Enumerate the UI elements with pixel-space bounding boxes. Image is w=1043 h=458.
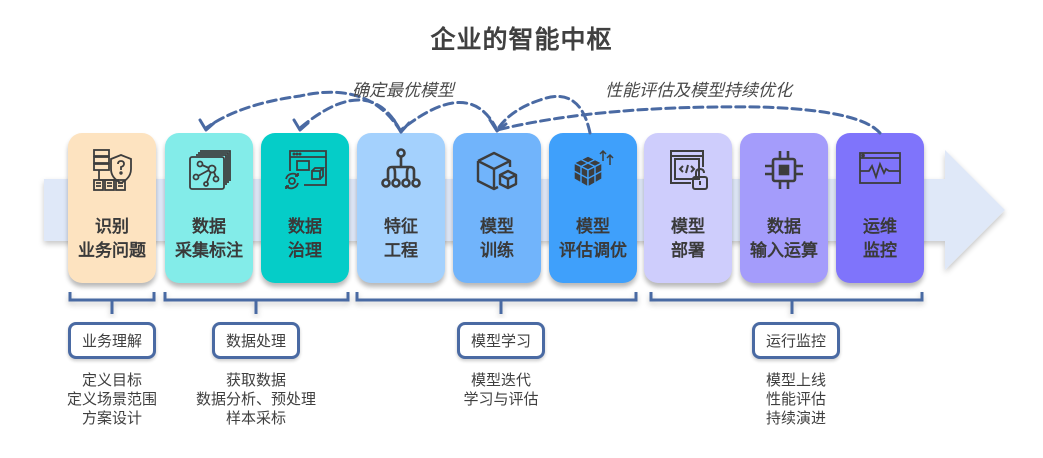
stage-label: 识别 业务问题: [78, 217, 146, 261]
stage-label: 数据 治理: [288, 217, 322, 261]
group-desc-model-learning: 模型迭代 学习与评估: [463, 371, 539, 408]
stage-card-data-compute[interactable]: 数据 输入运算: [740, 133, 828, 283]
monitor-pulse-icon: [857, 147, 903, 193]
stage-label: 模型 训练: [480, 217, 514, 261]
arrowhead: [292, 118, 310, 132]
cpu-chip-icon: [761, 147, 807, 193]
arc-label-optimal-model: 确定最优模型: [352, 81, 454, 101]
stage-label: 模型 评估调优: [559, 217, 627, 261]
loop-arrow-evaluation-to-training: [495, 95, 592, 135]
group-label-data-processing: 数据处理: [212, 322, 300, 359]
cubes-arrows-up-icon: [570, 147, 616, 193]
group-desc-runtime-monitoring: 模型上线 性能评估 持续演进: [765, 371, 826, 427]
arc-label-continuous-optimization: 性能评估及模型持续优化: [605, 81, 792, 101]
arrowhead: [392, 118, 411, 134]
stage-label: 模型 部署: [671, 217, 705, 261]
code-window-lock-icon: [665, 147, 711, 193]
group-desc-data-processing: 获取数据 数据分析、预处理 样本采标: [195, 371, 316, 427]
stage-card-model-deployment[interactable]: 模型 部署: [644, 133, 732, 283]
loop-arrow-feature-to-governance: [298, 98, 403, 134]
loop-arrow-training-to-feature: [399, 101, 499, 132]
loop-arrow-monitoring-to-training: [495, 105, 882, 135]
bracket-data: [163, 292, 350, 314]
stage-card-model-training[interactable]: 模型 训练: [453, 133, 541, 283]
group-label-business-understanding: 业务理解: [68, 322, 156, 359]
group-label-runtime-monitoring: 运行监控: [752, 322, 840, 359]
arrowhead: [488, 118, 508, 133]
group-label-model-learning: 模型学习: [457, 322, 545, 359]
stage-card-ops-monitoring[interactable]: 运维 监控: [836, 133, 924, 283]
window-cube-refresh-icon: [282, 147, 328, 193]
stage-card-data-collection[interactable]: 数据 采集标注: [165, 133, 253, 283]
stage-label: 特征 工程: [384, 217, 418, 261]
diagram-title: 企业的智能中枢: [430, 25, 613, 54]
bracket-model: [355, 292, 638, 314]
cube-model-icon: [474, 147, 520, 193]
bracket-business: [68, 292, 156, 314]
stage-label: 数据 输入运算: [750, 217, 818, 261]
group-desc-business-understanding: 定义目标 定义场景范围 方案设计: [66, 371, 157, 427]
bracket-ops: [649, 292, 924, 314]
stage-card-identify-business[interactable]: 识别 业务问题: [68, 133, 156, 283]
layered-network-icon: [186, 147, 232, 193]
hierarchy-tree-icon: [378, 147, 424, 193]
stage-label: 运维 监控: [863, 217, 897, 261]
server-shield-question-icon: [89, 147, 135, 193]
arrowhead: [198, 118, 216, 132]
stage-card-model-evaluation[interactable]: 模型 评估调优: [549, 133, 637, 283]
stage-label: 数据 采集标注: [175, 217, 243, 261]
stage-card-feature-engineering[interactable]: 特征 工程: [357, 133, 445, 283]
stage-card-data-governance[interactable]: 数据 治理: [261, 133, 349, 283]
